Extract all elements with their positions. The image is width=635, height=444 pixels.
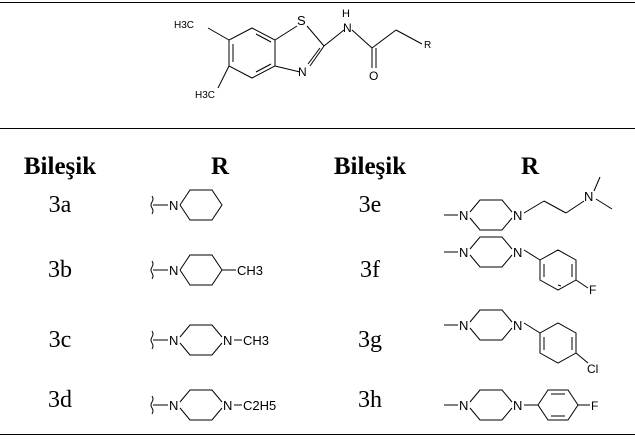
structure-3b: N CH3: [150, 254, 263, 286]
r-3g-atom-n1: N: [459, 318, 468, 333]
scaffold-atom-n-amide: N: [343, 21, 352, 35]
header-r-left: R: [210, 153, 230, 180]
bottom-rule: [0, 434, 635, 435]
scaffold-atom-n-ring: N: [298, 65, 307, 79]
structure-3h: N N F: [444, 389, 598, 421]
r-3g-atom-n2: N: [513, 318, 522, 333]
r-3d-atom-n2: N: [223, 398, 232, 413]
r-3h-atom-n1: N: [459, 398, 468, 413]
r-3h-atom-f: F: [591, 399, 598, 413]
r-3e-atom-n1: N: [459, 208, 468, 223]
scaffold-atom-h: H: [342, 8, 350, 20]
r-3c-ch3: CH3: [243, 333, 269, 348]
r-3d-c2h5: C2H5: [243, 398, 276, 413]
header-compound-right: Bileşik: [333, 153, 407, 180]
compound-3h: 3h: [358, 387, 382, 413]
scaffold-methyl-top: H3C: [174, 20, 194, 31]
r-3h-atom-n2: N: [513, 398, 522, 413]
compound-3f: 3f: [360, 257, 380, 283]
compound-3b: 3b: [48, 257, 72, 283]
r-3b-ch3: CH3: [237, 263, 263, 278]
r-3c-atom-n1: N: [169, 333, 178, 348]
r-3d-atom-n1: N: [169, 398, 178, 413]
r-3c-atom-n2: N: [223, 333, 232, 348]
header-rule: [0, 128, 635, 129]
top-rule: [0, 2, 635, 3]
structure-3f: N N F: [444, 236, 596, 297]
r-3b-atom-n: N: [169, 263, 178, 278]
compound-3d: 3d: [48, 387, 72, 413]
header-compound-left: Bileşik: [23, 153, 97, 180]
r-3e-atom-n2: N: [513, 208, 522, 223]
structure-3d: N N C2H5: [150, 389, 276, 421]
r-3g-atom-cl: Cl: [587, 362, 598, 376]
r-3f-atom-n1: N: [459, 245, 468, 260]
header-r-right: R: [520, 153, 540, 180]
r-3e-atom-n3: N: [584, 189, 593, 204]
compound-3e: 3e: [358, 192, 382, 218]
scaffold-structure: S N H N O R H3C H3C: [174, 8, 431, 101]
compound-3a: 3a: [48, 192, 72, 218]
scaffold-atom-s: S: [297, 13, 306, 28]
structure-3e: N N N: [444, 176, 613, 231]
r-3a-atom-n: N: [169, 198, 178, 213]
scaffold-atom-o: O: [369, 69, 378, 83]
scaffold-atom-r: R: [424, 40, 431, 51]
compound-3c: 3c: [48, 327, 72, 353]
structure-3a: N: [150, 189, 223, 221]
r-3f-atom-n2: N: [513, 245, 522, 260]
compound-3g: 3g: [358, 327, 382, 353]
r-3f-atom-f: F: [589, 283, 596, 297]
structure-3g: N N Cl: [444, 309, 598, 376]
structure-3c: N N CH3: [150, 324, 269, 356]
scaffold-methyl-bottom: H3C: [195, 90, 215, 101]
